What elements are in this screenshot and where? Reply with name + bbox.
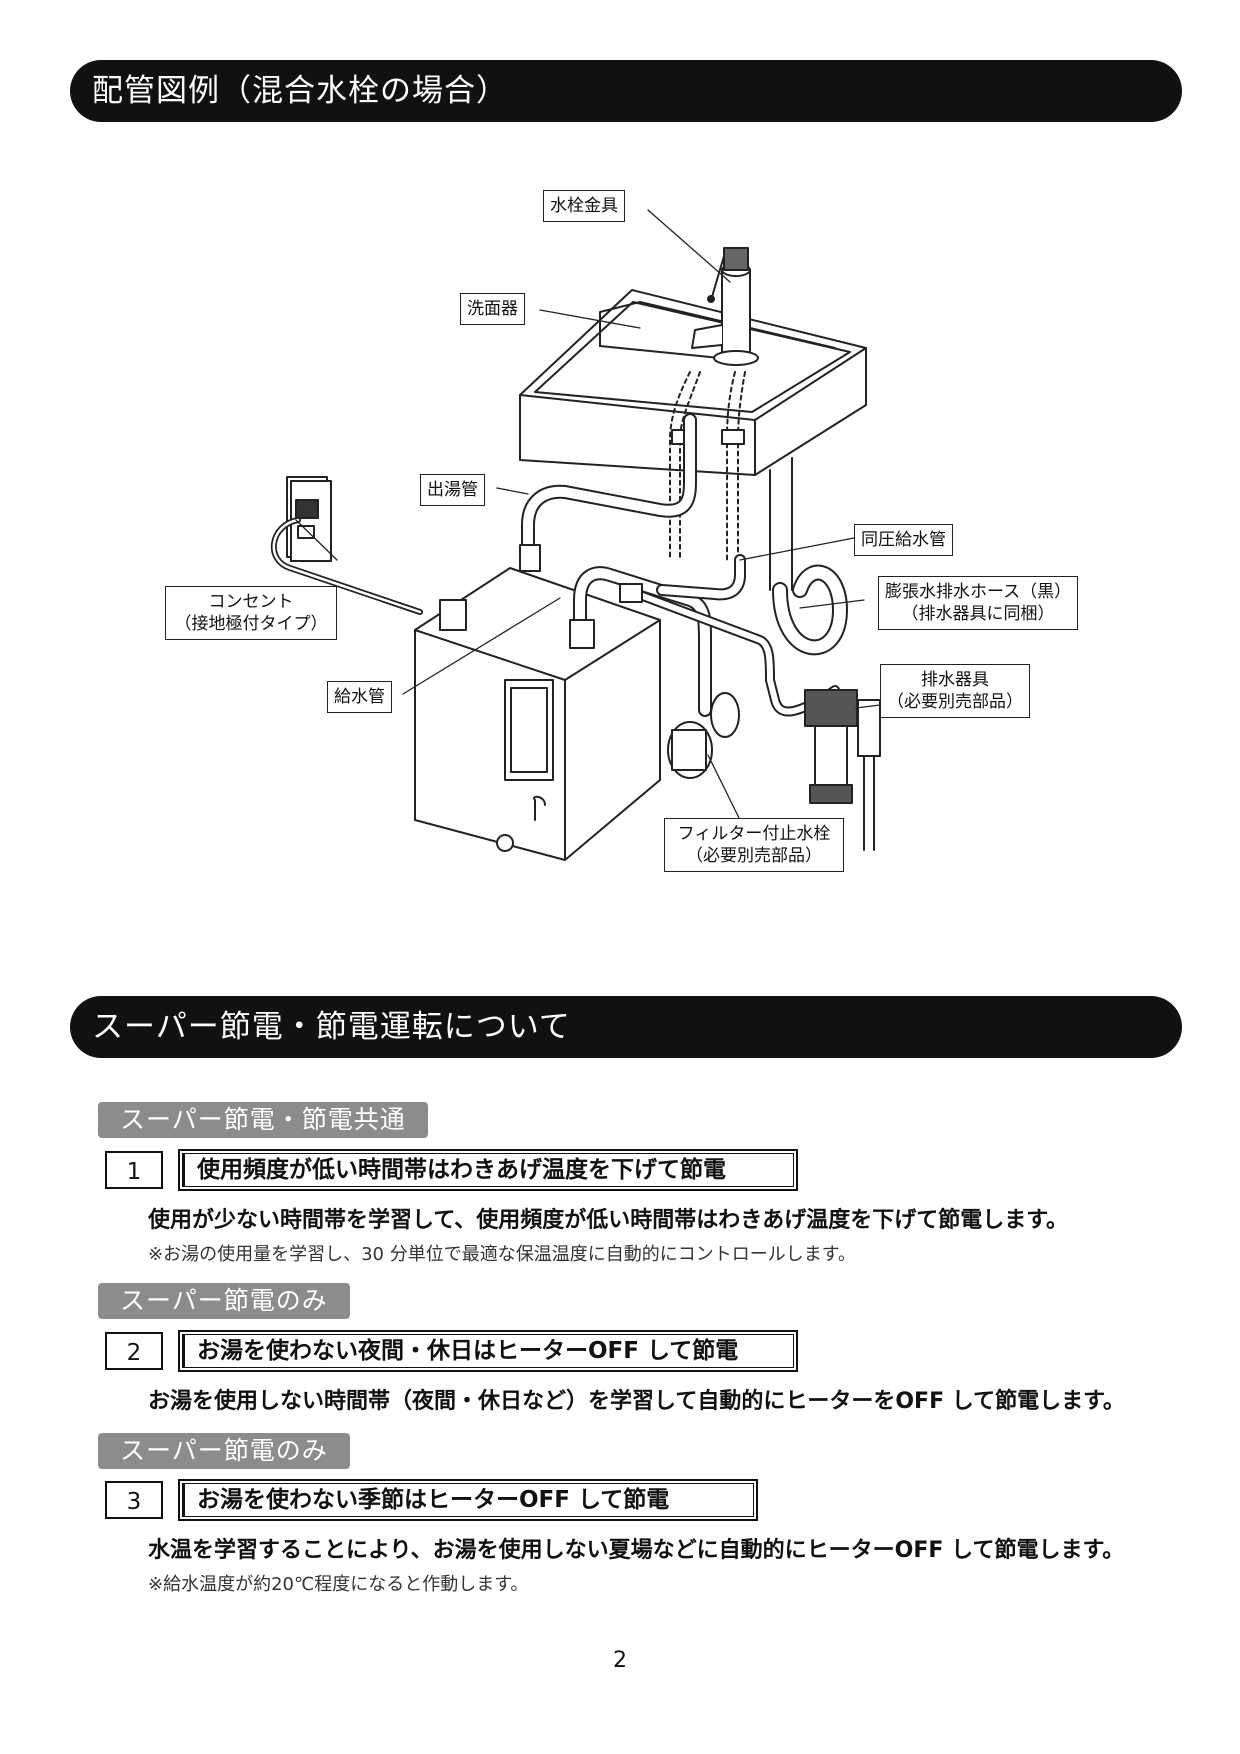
label-hose-line2: （排水器具に同梱） [901,604,1055,624]
label-hose-line1: 膨張水排水ホース（黒） [885,582,1072,602]
item-heading-box-1: 使用頻度が低い時間帯はわきあげ温度を下げて節電 [178,1149,798,1191]
label-outlet: コンセント （接地極付タイプ） [165,586,337,640]
item-body-1: 使用が少ない時間帯を学習して、使用頻度が低い時間帯はわきあげ温度を下げて節電しま… [148,1208,1069,1233]
label-drain-line1: 排水器具 [921,670,989,690]
water-heater-unit [414,567,661,861]
mode-tag-1: スーパー節電・節電共通 [98,1102,428,1138]
item-note-1: ※お湯の使用量を学習し、30 分単位で最適な保温温度に自動的にコントロールします… [148,1244,856,1265]
mode-tag-2: スーパー節電のみ [98,1283,350,1319]
label-faucet: 水栓金具 [543,190,625,222]
item-body-2: お湯を使用しない時間帯（夜間・休日など）を学習して自動的にヒーターをOFF して… [148,1389,1125,1414]
item-number-2: 2 [105,1332,163,1370]
item-number-3: 3 [105,1481,163,1519]
item-number-1: 1 [105,1151,163,1189]
drain-fitting [804,689,881,851]
page-number: 2 [613,1648,627,1673]
label-hot-pipe: 出湯管 [420,474,485,506]
label-filter-line1: フィルター付止水栓 [677,824,831,844]
label-drain-line2: （必要別売部品） [887,692,1023,712]
label-outlet-line2: （接地極付タイプ） [174,614,328,634]
label-drain: 排水器具 （必要別売部品） [880,664,1030,718]
filter-valve [667,692,740,779]
section-title-power-saving: スーパー節電・節電運転について [70,996,1182,1058]
item-heading-1: 使用頻度が低い時間帯はわきあげ温度を下げて節電 [182,1153,794,1187]
section-title-piping: 配管図例（混合水栓の場合） [70,60,1182,122]
item-heading-3: お湯を使わない季節はヒーターOFF して節電 [182,1483,754,1517]
item-heading-box-3: お湯を使わない季節はヒーターOFF して節電 [178,1479,758,1521]
label-hose: 膨張水排水ホース（黒） （排水器具に同梱） [878,576,1078,630]
item-note-3: ※給水温度が約20℃程度になると作動します。 [148,1574,529,1595]
label-basin: 洗面器 [460,293,525,325]
label-filter-valve: フィルター付止水栓 （必要別売部品） [664,818,844,872]
item-body-3: 水温を学習することにより、お湯を使用しない夏場などに自動的にヒーターOFF して… [148,1538,1125,1563]
mode-tag-3: スーパー節電のみ [98,1433,350,1469]
label-outlet-line1: コンセント [208,592,294,612]
item-heading-2: お湯を使わない夜間・休日はヒーターOFF して節電 [182,1334,794,1368]
label-filter-line2: （必要別売部品） [686,846,822,866]
faucet [691,247,759,366]
label-same-pressure: 同圧給水管 [854,524,953,556]
label-supply-pipe: 給水管 [327,681,392,713]
item-heading-box-2: お湯を使わない夜間・休日はヒーターOFF して節電 [178,1330,798,1372]
piping-diagram [270,209,881,861]
